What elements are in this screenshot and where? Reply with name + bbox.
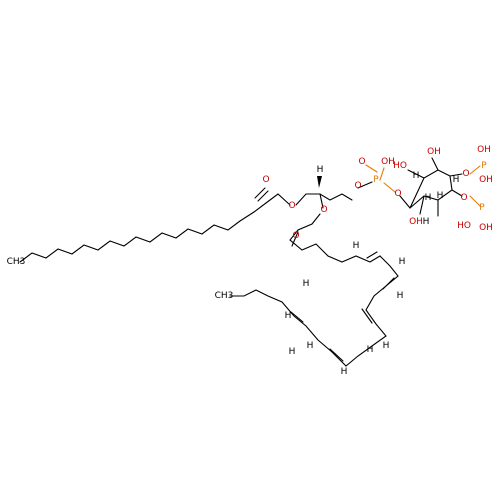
- label-h-glycerol: H: [317, 165, 324, 175]
- label-alkene-h-10: H: [303, 279, 310, 289]
- label-p2-oh-side: OH: [479, 175, 493, 185]
- label-alkene-h-1: H: [353, 241, 360, 251]
- label-p-3: P: [479, 203, 485, 213]
- label-ring-h-3: H: [437, 191, 444, 201]
- label-ring-o-4: O: [460, 193, 467, 203]
- label-ring-ho-1: HO: [393, 161, 407, 171]
- label-p-2: P: [481, 161, 487, 171]
- atom-labels: CH3 O O O O H O P O OH O HO OH H H H OH …: [7, 145, 493, 377]
- label-alkene-h-7: H: [307, 341, 314, 351]
- label-alkene-h-5: H: [367, 345, 374, 355]
- label-ring-o-3: O: [462, 169, 469, 179]
- label-alkene-h-8: H: [289, 347, 296, 357]
- label-alkene-h-9: H: [285, 311, 292, 321]
- label-ring-h-4: H: [423, 217, 430, 227]
- label-alkene-h-2: H: [399, 257, 406, 267]
- label-p3-oh: OH: [479, 223, 493, 233]
- label-p2-oh-top: OH: [477, 145, 491, 155]
- label-carbonyl-o-1: O: [262, 175, 269, 185]
- label-ring-h-5: H: [453, 175, 460, 185]
- label-ch3-terminal: CH3: [215, 291, 234, 301]
- glycerol-backbone: [295, 176, 353, 209]
- label-p-1: P: [373, 175, 379, 185]
- label-ring-h-1: H: [413, 171, 420, 181]
- label-ester-o-1: O: [288, 201, 295, 211]
- label-ch3: CH3: [7, 257, 26, 267]
- label-ring-oh-2: OH: [409, 217, 423, 227]
- arachidonoyl-chain: [229, 213, 399, 367]
- label-p1-oh: OH: [381, 157, 395, 167]
- label-glycerol-o: O: [354, 181, 361, 191]
- label-ring-h-2: H: [425, 193, 432, 203]
- label-alkene-h-6: H: [341, 367, 348, 377]
- label-alkene-h-4: H: [383, 341, 390, 351]
- label-ester-o-2: O: [320, 205, 327, 215]
- label-p1-bridge-o: O: [394, 189, 401, 199]
- label-p3-ho: HO: [457, 221, 471, 231]
- phosphate-linker: [357, 164, 411, 209]
- label-p1-oxo: O: [358, 157, 365, 167]
- inositol-ring: [407, 157, 481, 217]
- palmitoyl-chain: [19, 187, 291, 263]
- label-alkene-h-3: H: [397, 291, 404, 301]
- label-carbonyl-o-2: O: [292, 231, 299, 241]
- label-ring-oh-1: OH: [427, 147, 441, 157]
